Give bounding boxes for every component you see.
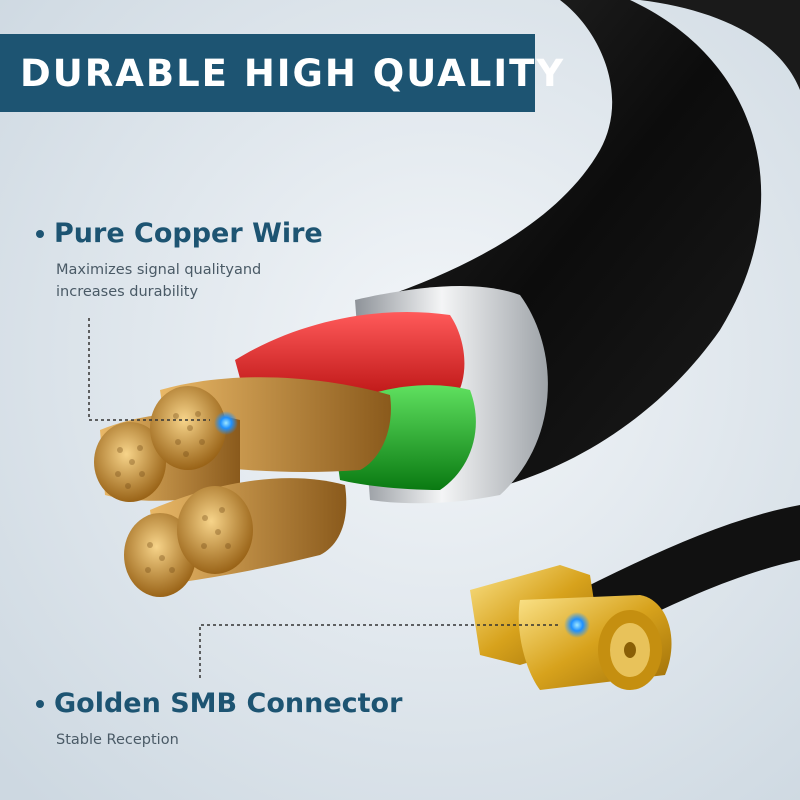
feature-title: Golden SMB Connector [54, 688, 403, 719]
headline-title: DURABLE HIGH QUALITY [20, 51, 566, 95]
strand-texture [115, 411, 231, 573]
feature-description: Stable Reception [56, 729, 402, 751]
bullet-icon [36, 229, 44, 238]
copper-bundle-lower [124, 478, 347, 597]
feature-description-line: Maximizes signal qualityand [56, 262, 262, 278]
feature-copper-wire: Pure Copper Wire Maximizes signal qualit… [36, 218, 323, 303]
feature-description: Maximizes signal qualityand increases du… [56, 259, 323, 303]
feature-description-line: increases durability [56, 284, 199, 300]
copper-leader-line [88, 318, 210, 421]
copper-highlight-dot [214, 411, 238, 435]
feature-smb-connector: Golden SMB Connector Stable Reception [36, 688, 402, 751]
feature-description-line: Stable Reception [56, 732, 179, 748]
copper-bundle-upper [94, 377, 391, 502]
bullet-icon [36, 699, 44, 708]
connector-highlight-dot [564, 612, 590, 638]
smb-connector [470, 565, 672, 690]
feature-title: Pure Copper Wire [54, 218, 323, 249]
headline-banner: DURABLE HIGH QUALITY [0, 34, 563, 112]
